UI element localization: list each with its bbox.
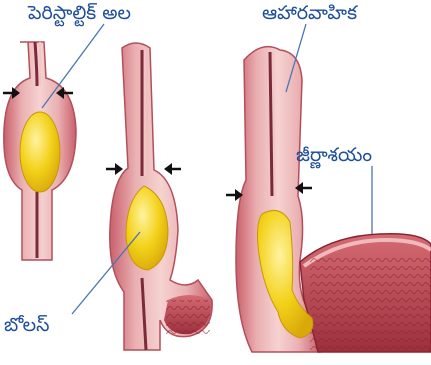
- constriction-arrow-icon: [106, 163, 123, 175]
- label-bolus: బోలస్: [4, 316, 49, 335]
- esophagus-segment-1: [4, 42, 76, 260]
- leader-peristalsis: [42, 24, 104, 108]
- bolus-1: [20, 112, 60, 192]
- label-peristaltic-wave: పెరిస్టాల్టిక్ అల: [28, 4, 131, 23]
- constriction-arrow-icon: [164, 163, 181, 175]
- esophagus-segment-3: [236, 47, 431, 352]
- label-esophagus: ఆహారవాహిక: [262, 4, 357, 23]
- esophagus-segment-2: [110, 43, 212, 350]
- label-stomach: జీర్ణాశయం: [296, 146, 372, 165]
